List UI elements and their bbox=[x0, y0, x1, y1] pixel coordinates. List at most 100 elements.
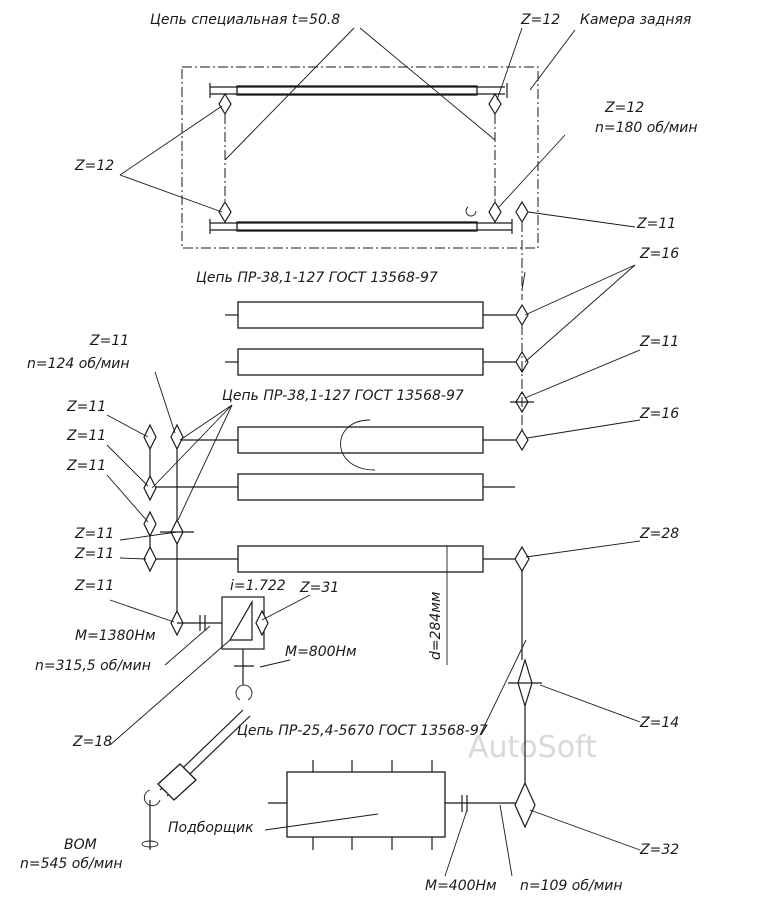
label-chain-pr38-1: Цепь ПР-38,1-127 ГОСТ 13568-97 bbox=[196, 270, 438, 286]
label-chain-special: Цепь специальная t=50.8 bbox=[150, 12, 340, 28]
leader-z31 bbox=[261, 594, 311, 621]
leader-chain-special-r bbox=[359, 27, 496, 141]
label-bom: ВОМ bbox=[64, 837, 97, 853]
label-pickup: Подборщик bbox=[168, 820, 254, 836]
label-n109: n=109 об/мин bbox=[520, 878, 623, 894]
label-chain-pr25: Цепь ПР-25,4-5670 ГОСТ 13568-97 bbox=[237, 723, 488, 739]
roller-5 bbox=[237, 545, 484, 573]
leader-z11-l3 bbox=[106, 474, 149, 523]
label-z11-l5: Z=11 bbox=[74, 546, 114, 562]
label-z32: Z=32 bbox=[639, 842, 679, 858]
leader-z11-r2 bbox=[524, 349, 641, 399]
sprocket-rear-drive bbox=[515, 200, 529, 224]
label-z11-left-top: Z=11 bbox=[89, 333, 129, 349]
label-m800: M=800Нм bbox=[285, 644, 357, 660]
label-z16-right1: Z=16 bbox=[639, 246, 679, 262]
sprocket-z32 bbox=[514, 781, 536, 829]
leader-z12-left-a bbox=[119, 105, 223, 176]
sprocket-left-1 bbox=[143, 423, 157, 451]
leader-chain-pr25 bbox=[479, 639, 527, 736]
sprocket-rear-tl bbox=[218, 92, 232, 116]
leader-z28 bbox=[525, 540, 641, 558]
leader-rear-chamber bbox=[529, 29, 576, 91]
label-ratio: i=1.722 bbox=[230, 578, 286, 594]
leader-z12-top bbox=[496, 27, 523, 101]
label-z11-l6: Z=11 bbox=[74, 578, 114, 594]
leader-z11-l6 bbox=[109, 599, 175, 623]
leader-z11-l2 bbox=[106, 444, 149, 487]
sprocket-z16-c bbox=[515, 428, 529, 452]
label-z11-l3: Z=11 bbox=[66, 458, 106, 474]
rotation-arrow-rear bbox=[465, 206, 477, 217]
leader-m800 bbox=[259, 659, 291, 668]
bom-rotation-icon bbox=[141, 840, 159, 848]
universal-joint-top bbox=[235, 684, 253, 701]
label-n315: n=315,5 об/мин bbox=[35, 658, 151, 674]
roller-3 bbox=[237, 426, 484, 454]
universal-joint-bottom bbox=[143, 789, 161, 807]
roller-1 bbox=[237, 301, 484, 329]
label-m1380: M=1380Нм bbox=[75, 628, 156, 644]
leader-z11-l4 bbox=[119, 531, 178, 541]
bevel-gear bbox=[228, 599, 253, 641]
leader-z12-left-b bbox=[119, 174, 223, 213]
label-z11-l1: Z=11 bbox=[66, 399, 106, 415]
label-z28: Z=28 bbox=[639, 526, 679, 542]
leader-z11-l5 bbox=[119, 557, 147, 560]
leader-z11-left-top bbox=[154, 371, 176, 434]
leader-chain2-b bbox=[151, 404, 233, 489]
label-z12-right: Z=12 bbox=[604, 100, 644, 116]
label-z11-l2: Z=11 bbox=[66, 428, 106, 444]
sprocket-rear-br bbox=[488, 200, 502, 224]
rear-roller-bottom bbox=[236, 221, 478, 232]
sprocket-rear-tr bbox=[488, 92, 502, 116]
label-n545: n=545 об/мин bbox=[20, 856, 123, 872]
rotation-arrow-mid bbox=[340, 419, 376, 471]
sprocket-left-3 bbox=[143, 510, 157, 538]
label-z31: Z=31 bbox=[299, 580, 339, 596]
label-chain-pr38-2: Цепь ПР-38,1-127 ГОСТ 13568-97 bbox=[222, 388, 464, 404]
sprocket-left-top bbox=[170, 423, 184, 451]
label-d284: d=284мм bbox=[428, 591, 444, 660]
label-z16-right2: Z=16 bbox=[639, 406, 679, 422]
leader-n315 bbox=[164, 625, 211, 666]
leader-z16-b bbox=[524, 264, 636, 363]
leader-z18 bbox=[109, 639, 231, 746]
leader-m400 bbox=[444, 809, 468, 877]
sprocket-z16-a bbox=[515, 303, 529, 327]
label-rear-chamber: Камера задняя bbox=[580, 12, 691, 28]
leader-chain2-c bbox=[177, 404, 233, 521]
sprocket-z28 bbox=[514, 545, 530, 573]
sprocket-left-2 bbox=[143, 474, 157, 502]
cardan-tube bbox=[157, 763, 197, 801]
leader-z11-l1 bbox=[106, 414, 149, 438]
rear-chamber-frame bbox=[181, 66, 539, 249]
leader-chain-special-l bbox=[224, 27, 355, 161]
leader-z14 bbox=[539, 684, 641, 723]
leader-z12-right bbox=[497, 134, 566, 209]
leader-n109 bbox=[499, 804, 513, 877]
roller-4 bbox=[237, 473, 484, 501]
label-z11-right1: Z=11 bbox=[636, 216, 676, 232]
leader-z16-c bbox=[526, 419, 641, 439]
sprocket-rear-bl bbox=[218, 200, 232, 224]
sprocket-z31 bbox=[255, 609, 269, 637]
label-z11-right2: Z=11 bbox=[639, 334, 679, 350]
sprocket-left-4 bbox=[143, 545, 157, 573]
leader-z11-r1 bbox=[527, 211, 636, 228]
rear-roller-top bbox=[236, 85, 478, 96]
roller-2 bbox=[237, 348, 484, 376]
label-n180: n=180 об/мин bbox=[595, 120, 698, 136]
label-z12-top: Z=12 bbox=[520, 12, 560, 28]
label-z14: Z=14 bbox=[639, 715, 679, 731]
leader-pickup bbox=[264, 813, 379, 831]
leader-z32 bbox=[529, 809, 641, 851]
leader-chain2-a bbox=[179, 404, 233, 441]
label-z11-l4: Z=11 bbox=[74, 526, 114, 542]
label-z18: Z=18 bbox=[72, 734, 112, 750]
leader-chain1 bbox=[521, 271, 526, 291]
label-m400: M=400Нм bbox=[425, 878, 497, 894]
watermark: AutoSoft bbox=[468, 730, 597, 765]
